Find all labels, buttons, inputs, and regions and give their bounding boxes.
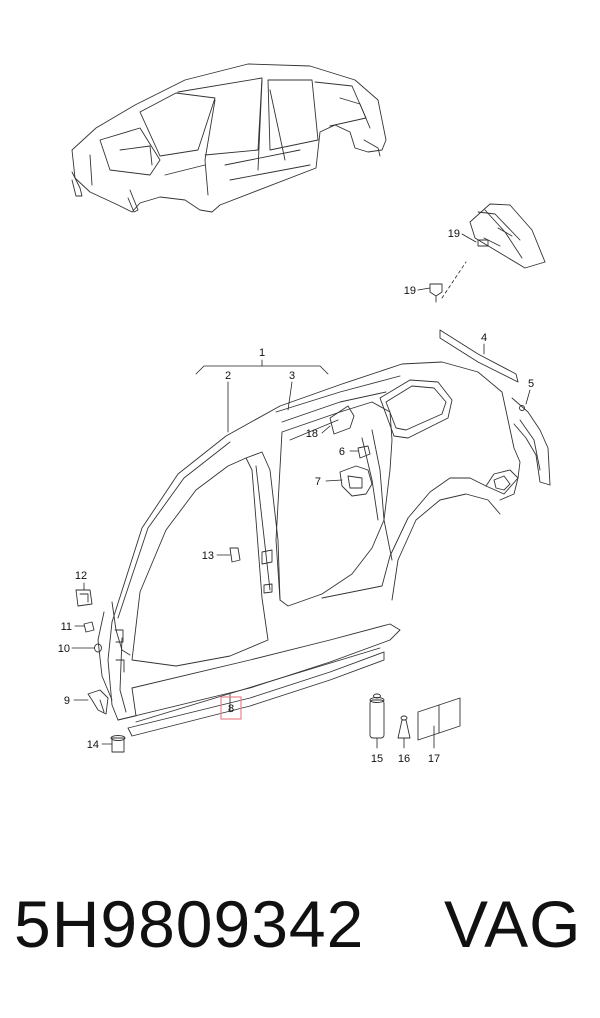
part-17-pads (417, 697, 461, 741)
part-12-bracket (75, 589, 93, 607)
callout-17: 17 (428, 753, 440, 765)
callout-19-lower: 19 (404, 285, 416, 297)
callout-2: 2 (225, 370, 231, 382)
tailgate-area-inset-illustration (469, 203, 546, 269)
highlight-box-part-8 (220, 696, 242, 720)
part-19-bolt-lower (429, 283, 443, 303)
callout-9: 9 (64, 695, 70, 707)
part-9-bracket (87, 689, 109, 715)
callout-5: 5 (528, 378, 534, 390)
callout-3: 3 (289, 370, 295, 382)
callout-10: 10 (58, 643, 70, 655)
callout-14: 14 (87, 739, 99, 751)
parts-exploded-diagram: 1 2 3 4 5 6 7 8 9 10 11 12 13 14 15 16 1… (58, 63, 551, 765)
callout-18: 18 (306, 428, 318, 440)
callout-11: 11 (61, 621, 72, 633)
part-11-clip (83, 621, 95, 633)
callout-labels: 1 2 3 4 5 6 7 8 9 10 11 12 13 14 15 16 1… (58, 228, 534, 765)
callout-19-upper: 19 (448, 228, 460, 240)
callout-1: 1 (259, 347, 265, 359)
part-15-cylinder (369, 693, 385, 739)
callout-15: 15 (371, 753, 383, 765)
part-6-clip (357, 445, 371, 459)
callout-6: 6 (339, 446, 345, 458)
part-16-plug (397, 715, 411, 739)
part-number: 5H9809342 (14, 887, 365, 961)
part-7-bracket (339, 465, 373, 497)
callout-13: 13 (202, 550, 214, 562)
brand-label: VAG (444, 887, 582, 961)
part-10-plug (94, 643, 102, 653)
car-body-shell-illustration (71, 63, 387, 213)
callout-8: 8 (228, 703, 234, 715)
callout-leader-lines (71, 233, 531, 749)
part-13-clip (229, 547, 241, 563)
sill-trim-part-8 (127, 647, 385, 737)
roof-trim-strip-4 (439, 329, 519, 383)
callout-12: 12 (75, 570, 87, 582)
callout-4: 4 (481, 332, 487, 344)
part-19-bolt-upper (477, 239, 489, 247)
rear-panel-bracket-5 (511, 397, 551, 486)
callout-7: 7 (315, 476, 321, 488)
side-panel-illustration (97, 361, 521, 721)
callout-16: 16 (398, 753, 410, 765)
part-14-grommet (110, 735, 126, 753)
